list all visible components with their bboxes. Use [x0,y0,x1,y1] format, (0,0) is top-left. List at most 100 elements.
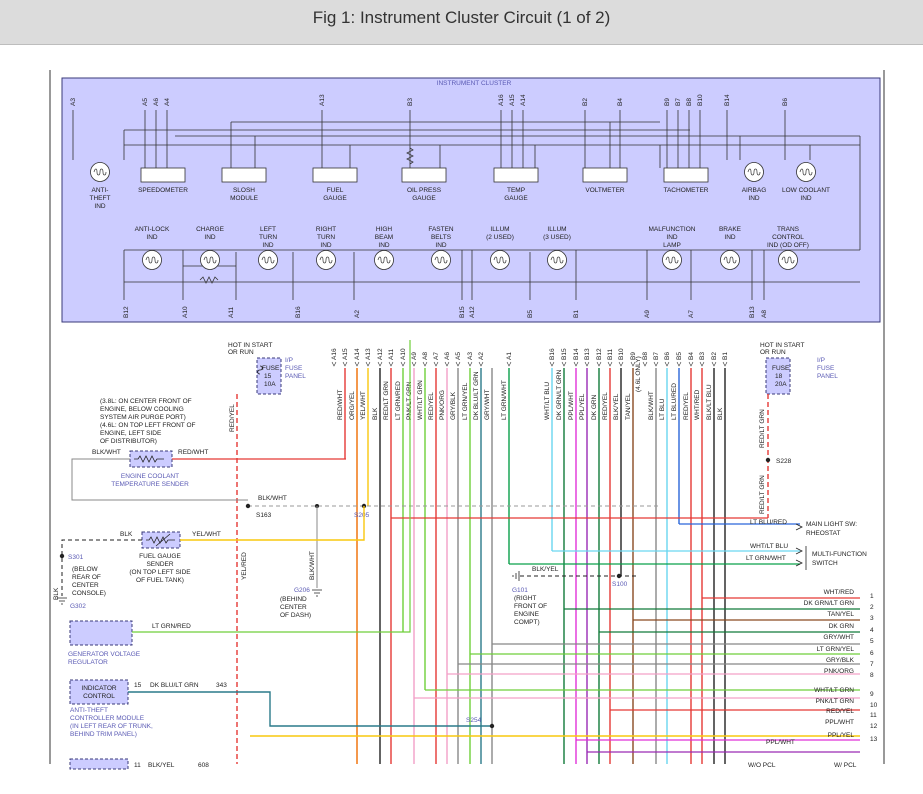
row2-label: IND [262,242,274,249]
wire-label: BLK/YEL [613,393,620,420]
pin-marker [653,361,659,367]
right-list-num: 10 [870,702,878,709]
row2-label: IND [320,242,332,249]
right-list-num: 5 [870,638,874,645]
right-list-num: 3 [870,615,874,622]
top-pin-label: B2 [582,98,589,106]
row1-label: GAUGE [412,195,436,202]
row1-label: IND [748,195,760,202]
s301-note-line: (BELOW [72,566,99,573]
wire-label: PPL/WHT [568,391,575,420]
sender-note-line: OF DISTRIBUTOR) [100,438,157,445]
pin-marker [455,361,461,367]
s301-label: S301 [68,554,84,561]
top-pin-label: B14 [724,94,731,106]
top-pin-label: B4 [617,98,624,106]
4-6l-only-note: (4.6L ONLY) [635,356,642,392]
right-list-num: 8 [870,672,874,679]
w-o-pcl: W/O PCL [748,762,776,769]
connector-pin-label: B11 [607,349,614,360]
indicator-control-2: CONTROL [83,693,115,700]
bottom-pin-label: B5 [527,310,534,318]
pin-marker [676,361,682,367]
row1-gauge-box [312,167,358,183]
row2-label: HIGH [376,226,393,233]
pin-marker [422,361,428,367]
pin-marker [433,361,439,367]
wire-label: BLK [717,407,724,420]
right-list-num: 4 [870,627,874,634]
row1-label: FUEL [327,187,344,194]
dk-blu-lt-grn-label: DK BLU/LT GRN [150,682,199,689]
right-list-label: TAN/YEL [827,611,854,618]
connector-pin-label: B16 [549,348,556,360]
instrument-cluster-box [61,77,881,323]
multi-fn-1: MULTI-FUNCTION [812,551,867,558]
yel-red-label: YEL/RED [241,552,248,580]
arrow-multi-2 [795,559,803,567]
pin-marker [596,361,602,367]
fuse-15-panel2: FUSE [285,365,303,372]
wire-label: LT BLU/RED [671,383,678,420]
s301-note-line: CONSOLE) [72,590,106,597]
wire-label: LT GRN/WHT [501,380,508,420]
connector-pin-label: A3 [467,352,474,360]
row1-label: IND [800,195,812,202]
cut-module-box [69,758,129,770]
bottom-pin-label: B12 [123,306,130,318]
row2-lamp-filament [434,256,448,264]
top-pin-label: A15 [509,94,516,106]
right-list-label: DK GRN [829,623,855,630]
s163-node [245,503,251,509]
pin-marker [618,361,624,367]
row1-gauge-box [582,167,628,183]
connector-pin-label: B6 [664,352,671,360]
pin-marker [342,361,348,367]
top-pin-label: A13 [319,94,326,106]
wire-label: LT GRN/RED [395,381,402,420]
bottom-pin-label: A11 [228,307,235,318]
s254-label: S254 [466,717,482,724]
fuse-right-or-run: OR RUN [760,349,786,356]
fuse-18-group: HOT IN START OR RUN FUSE 18 20A I/P FUSE… [760,342,838,395]
blk-wht-label-1: BLK/WHT [92,449,121,456]
wire-fuel-blk [61,539,142,596]
connector-pin-label: B9 [630,352,637,360]
wire-coolant-blkwht [71,458,248,501]
connector-pin-label: A5 [455,352,462,360]
top-pin-label: B7 [675,98,682,106]
connector-pin-label: A14 [354,348,361,360]
bottom-pin-label: A8 [761,310,768,318]
fuse-15-box [256,357,282,395]
regulator-group: GENERATOR VOLTAGE REGULATOR LT GRN/RED [68,340,411,666]
pin-marker [467,361,473,367]
wire-label: WHT/LT BLU [544,382,551,420]
top-pin-label: A3 [70,98,77,106]
colored-wires [250,368,860,764]
row2-lamp-filament [203,256,217,264]
row1-label: VOLTMETER [585,187,625,194]
row2-label: TRANS [777,226,800,233]
pin-343: 343 [216,682,227,689]
title-bar: Fig 1: Instrument Cluster Circuit (1 of … [0,0,923,45]
wire-label: RED/WHT [337,390,344,420]
row2-label: CHARGE [196,226,224,233]
connector-pin-label: B12 [596,348,603,360]
fuse-right-wire-label: RED/LT GRN [759,409,766,448]
pin-marker [365,361,371,367]
fuse-15-panel1: I/P [285,357,293,364]
wire-label: DK GRN/LT GRN [556,369,563,420]
row1-gauge-box [663,167,709,183]
g101-note-line: FRONT OF [514,603,547,610]
connector-pin-label: A10 [400,348,407,360]
row2-lamp-filament [493,256,507,264]
bottom-pin-label: B13 [749,306,756,318]
s205-label: S205 [354,512,370,519]
wire-fuel-yelwht [180,506,365,541]
pin-marker [354,361,360,367]
g101-note-line: (RIGHT [514,595,536,602]
wire-dkblu-ltgrn [128,691,492,727]
